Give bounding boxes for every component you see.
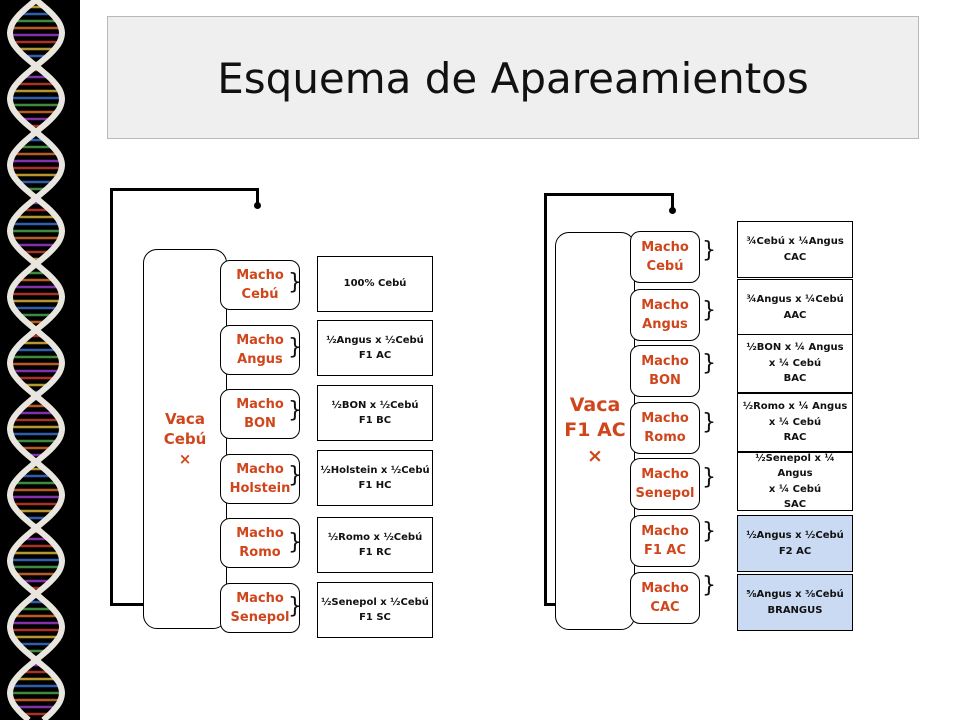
page-title: Esquema de Apareamientos	[217, 54, 809, 103]
right-arrow-head	[669, 207, 676, 214]
left-result-bon: ½BON x ½Cebú F1 BC	[317, 385, 433, 441]
left-male-senepol: Macho Senepol	[220, 583, 300, 633]
left-loop-bracket	[110, 188, 146, 606]
right-result-cac: ¾Cebú x ¼Angus CAC	[737, 221, 853, 278]
left-brace-6: }	[288, 594, 302, 619]
right-result-brangus: ⅝Angus x ⅜Cebú BRANGUS	[737, 574, 853, 631]
left-male-bon: Macho BON	[220, 389, 300, 439]
left-brace-2: }	[288, 335, 302, 360]
left-brace-4: }	[288, 463, 302, 488]
left-arrow-line	[256, 188, 259, 205]
right-brace-6: }	[702, 519, 716, 544]
right-brace-3: }	[702, 351, 716, 376]
right-result-aac: ¾Angus x ¼Cebú AAC	[737, 279, 853, 336]
right-brace-1: }	[702, 238, 716, 263]
left-male-romo: Macho Romo	[220, 518, 300, 568]
right-brace-2: }	[702, 298, 716, 323]
left-top-line	[110, 188, 259, 191]
right-result-rac: ½Romo x ¼ Angus x ¼ Cebú RAC	[737, 393, 853, 452]
left-result-angus: ½Angus x ½Cebú F1 AC	[317, 320, 433, 376]
left-brace-3: }	[288, 398, 302, 423]
right-male-f1ac: Macho F1 AC	[630, 515, 700, 567]
dna-helix-image	[0, 0, 80, 720]
left-result-holstein: ½Holstein x ½Cebú F1 HC	[317, 450, 433, 506]
left-result-romo: ½Romo x ½Cebú F1 RC	[317, 517, 433, 573]
left-brace-1: }	[288, 270, 302, 295]
right-brace-4: }	[702, 410, 716, 435]
right-top-line	[544, 193, 674, 196]
right-male-romo: Macho Romo	[630, 402, 700, 454]
left-male-cebu: Macho Cebú	[220, 260, 300, 310]
right-result-f2ac: ½Angus x ½Cebú F2 AC	[737, 515, 853, 572]
left-bottom-line	[110, 603, 146, 606]
left-result-senepol: ½Senepol x ½Cebú F1 SC	[317, 582, 433, 638]
right-male-bon: Macho BON	[630, 345, 700, 397]
title-box: Esquema de Apareamientos	[107, 16, 919, 139]
right-male-cac: Macho CAC	[630, 572, 700, 624]
left-arrow-head	[254, 202, 261, 209]
right-result-bac: ½BON x ¼ Angus x ¼ Cebú BAC	[737, 334, 853, 393]
left-brace-5: }	[288, 530, 302, 555]
right-male-angus: Macho Angus	[630, 289, 700, 341]
left-cow-box: Vaca Cebú ×	[143, 249, 227, 629]
right-cow-box: Vaca F1 AC ×	[555, 232, 635, 630]
right-male-cebu: Macho Cebú	[630, 231, 700, 283]
left-male-angus: Macho Angus	[220, 325, 300, 375]
right-brace-5: }	[702, 465, 716, 490]
right-arrow-line	[671, 193, 674, 210]
right-brace-7: }	[702, 573, 716, 598]
right-result-sac: ½Senepol x ¼ Angus x ¼ Cebú SAC	[737, 452, 853, 511]
left-result-cebu: 100% Cebú	[317, 256, 433, 312]
left-male-holstein: Macho Holstein	[220, 454, 300, 504]
right-male-senepol: Macho Senepol	[630, 458, 700, 510]
